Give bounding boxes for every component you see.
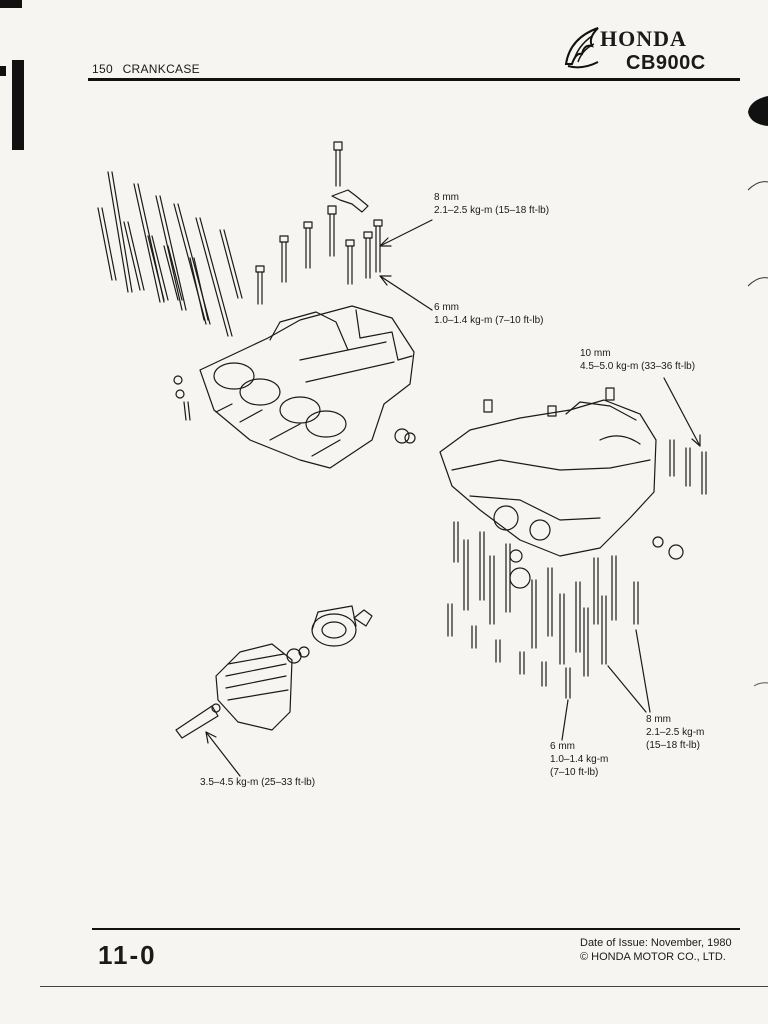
callout-torque-ftlb: (7–10 ft-lb) xyxy=(550,767,599,778)
upper-case-bolts xyxy=(255,141,383,305)
lower-crankcase xyxy=(439,387,684,589)
upper-crankcase xyxy=(173,305,416,469)
callout-torque-ftlb: (15–18 ft-lb) xyxy=(646,740,700,751)
callout-size: 8 mm xyxy=(646,714,671,725)
callout-size: 10 mm xyxy=(580,348,611,359)
chapter-page-number: 11-0 xyxy=(98,940,157,970)
brand-block: HONDA CB900C xyxy=(600,26,706,75)
callout-size: 8 mm xyxy=(434,192,459,203)
section-title: CRANKCASE xyxy=(122,62,200,76)
bottom-rule xyxy=(40,986,768,987)
edge-marks xyxy=(747,96,768,687)
leader-lines xyxy=(205,219,701,777)
footer-rule xyxy=(92,928,740,930)
page-number: 150 xyxy=(92,62,113,76)
binder-tab-marks xyxy=(0,0,24,150)
callout-size: 6 mm xyxy=(434,302,459,313)
lower-case-bolts xyxy=(447,439,707,699)
callout-filter-bolt: 3.5–4.5 kg-m (25–33 ft-lb) xyxy=(200,776,315,789)
callout-torque: 3.5–4.5 kg-m (25–33 ft-lb) xyxy=(200,777,316,788)
honda-wing-logo xyxy=(564,27,599,69)
brand-name: HONDA xyxy=(600,26,687,51)
issue-date: Date of Issue: November, 1980 xyxy=(580,937,732,949)
callout-torque: 2.1–2.5 kg-m (15–18 ft-lb) xyxy=(434,205,550,216)
oil-filter-assembly xyxy=(175,605,373,739)
callout-size: 6 mm xyxy=(550,741,575,752)
callout-right-10mm: 10 mm 4.5–5.0 kg-m (33–36 ft-lb) xyxy=(580,347,695,373)
upper-case-studs xyxy=(97,171,243,337)
header-rule xyxy=(88,78,740,81)
callout-lower-6mm: 6 mm 1.0–1.4 kg-m (7–10 ft-lb) xyxy=(550,740,608,779)
callout-torque: 4.5–5.0 kg-m (33–36 ft-lb) xyxy=(580,361,696,372)
callout-upper-6mm: 6 mm 1.0–1.4 kg-m (7–10 ft-lb) xyxy=(434,301,544,327)
callout-upper-8mm: 8 mm 2.1–2.5 kg-m (15–18 ft-lb) xyxy=(434,191,549,217)
callout-lower-8mm: 8 mm 2.1–2.5 kg-m (15–18 ft-lb) xyxy=(646,713,704,752)
page-header: 150 CRANKCASE xyxy=(92,62,200,76)
callout-torque: 1.0–1.4 kg-m (7–10 ft-lb) xyxy=(434,315,544,326)
issue-block: Date of Issue: November, 1980 © HONDA MO… xyxy=(580,936,732,964)
copyright: © HONDA MOTOR CO., LTD. xyxy=(580,951,726,963)
model-name: CB900C xyxy=(626,52,706,74)
callout-torque-kgm: 1.0–1.4 kg-m xyxy=(550,754,609,765)
callout-torque-kgm: 2.1–2.5 kg-m xyxy=(646,727,705,738)
